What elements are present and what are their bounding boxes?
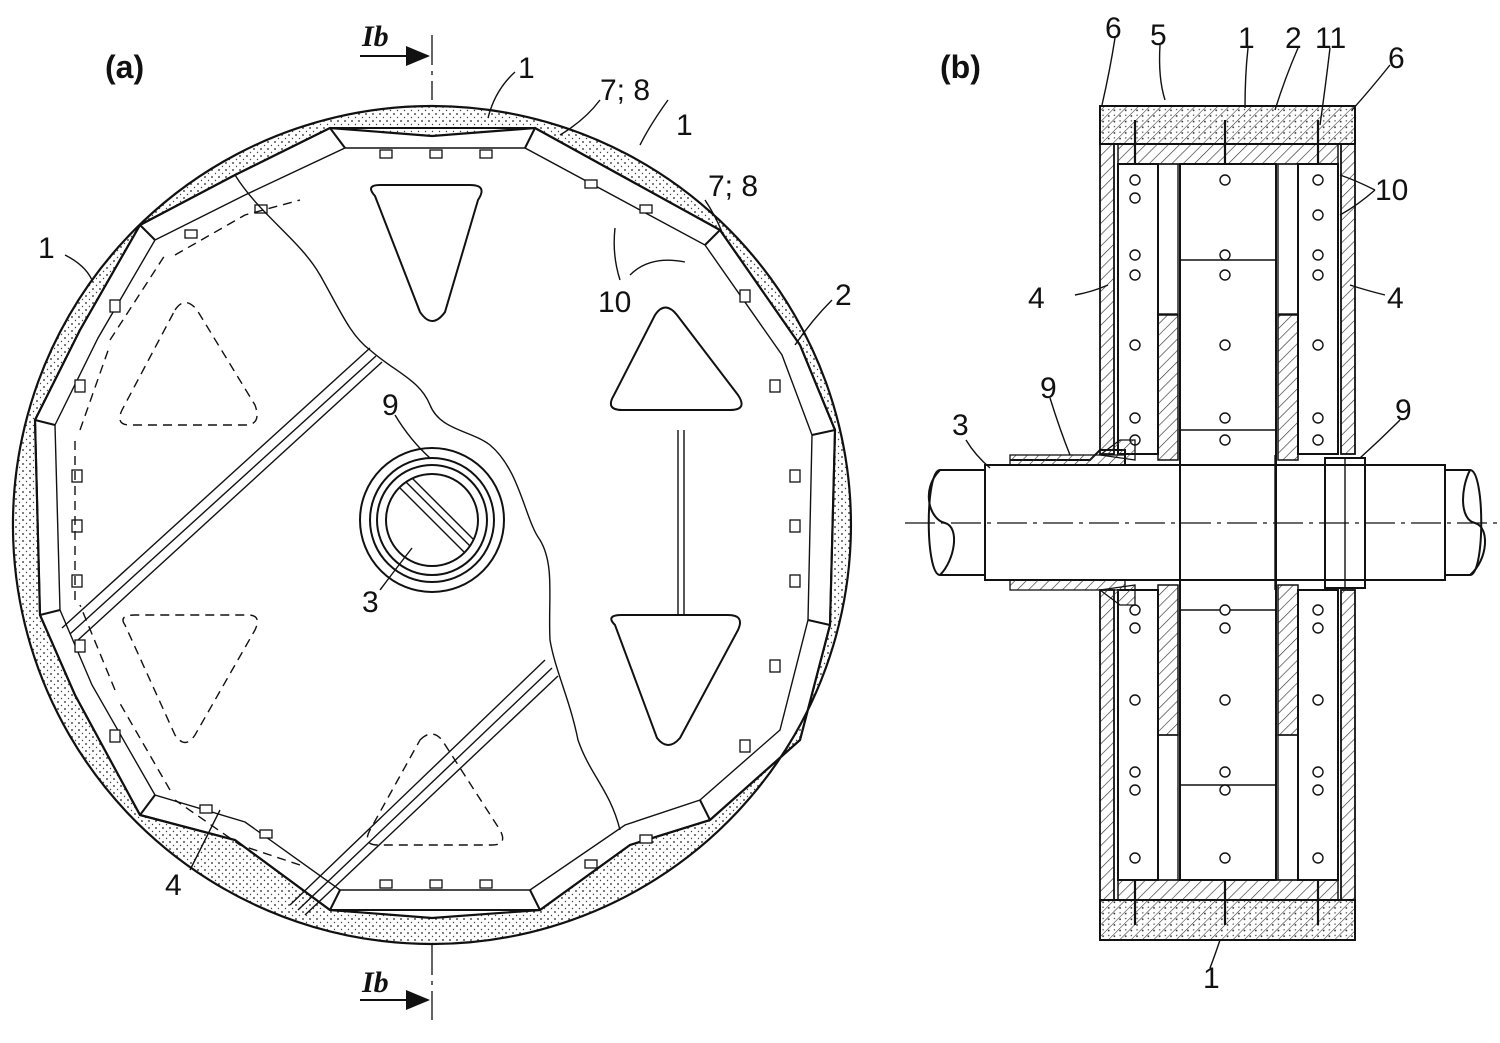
figure-a: (a) Ib Ib <box>13 20 852 1020</box>
label-b-shaft: 3 <box>952 409 969 442</box>
label-b-end-right: 6 <box>1388 42 1405 75</box>
label-a-pins: 10 <box>598 286 631 319</box>
panel-label-b: (b) <box>940 49 981 85</box>
section-mark-bottom: Ib <box>360 945 432 1020</box>
label-b-magnet-bottom: 1 <box>1203 962 1220 995</box>
label-a-ring: 2 <box>835 279 852 312</box>
label-a-hub: 9 <box>382 389 399 422</box>
section-label-top: Ib <box>361 20 389 53</box>
label-b-bolt: 11 <box>1315 22 1346 55</box>
label-b-disc-left: 4 <box>1028 282 1045 315</box>
label-b-sleeve: 5 <box>1150 19 1167 52</box>
label-b-disc-right: 4 <box>1387 282 1404 315</box>
label-a-magnet-top: 1 <box>518 52 535 85</box>
label-b-magnet: 1 <box>1238 22 1255 55</box>
label-a-magnet-left: 1 <box>38 232 55 265</box>
outer-ring <box>13 106 851 944</box>
label-a-spacer-top: 7; 8 <box>600 74 650 107</box>
label-b-hub-left: 9 <box>1040 372 1057 405</box>
section-mark-top: Ib <box>360 20 432 100</box>
section-label-bottom: Ib <box>361 966 389 999</box>
label-a-spacer-right: 7; 8 <box>708 170 758 203</box>
label-a-disc: 4 <box>165 869 182 902</box>
label-a-shaft: 3 <box>362 586 379 619</box>
panel-label-a: (a) <box>105 49 144 85</box>
label-b-ring: 2 <box>1285 22 1302 55</box>
label-b-end-left: 6 <box>1105 12 1122 45</box>
hub <box>360 448 504 592</box>
shaft <box>905 440 1500 605</box>
label-b-pins: 10 <box>1375 174 1408 207</box>
triangle-cutouts <box>120 185 742 845</box>
leaders-b <box>966 38 1400 968</box>
label-a-magnet-right: 1 <box>676 109 693 142</box>
label-b-hub-right: 9 <box>1395 394 1412 427</box>
break-line <box>235 175 620 830</box>
figure-b: (b) <box>905 12 1500 995</box>
